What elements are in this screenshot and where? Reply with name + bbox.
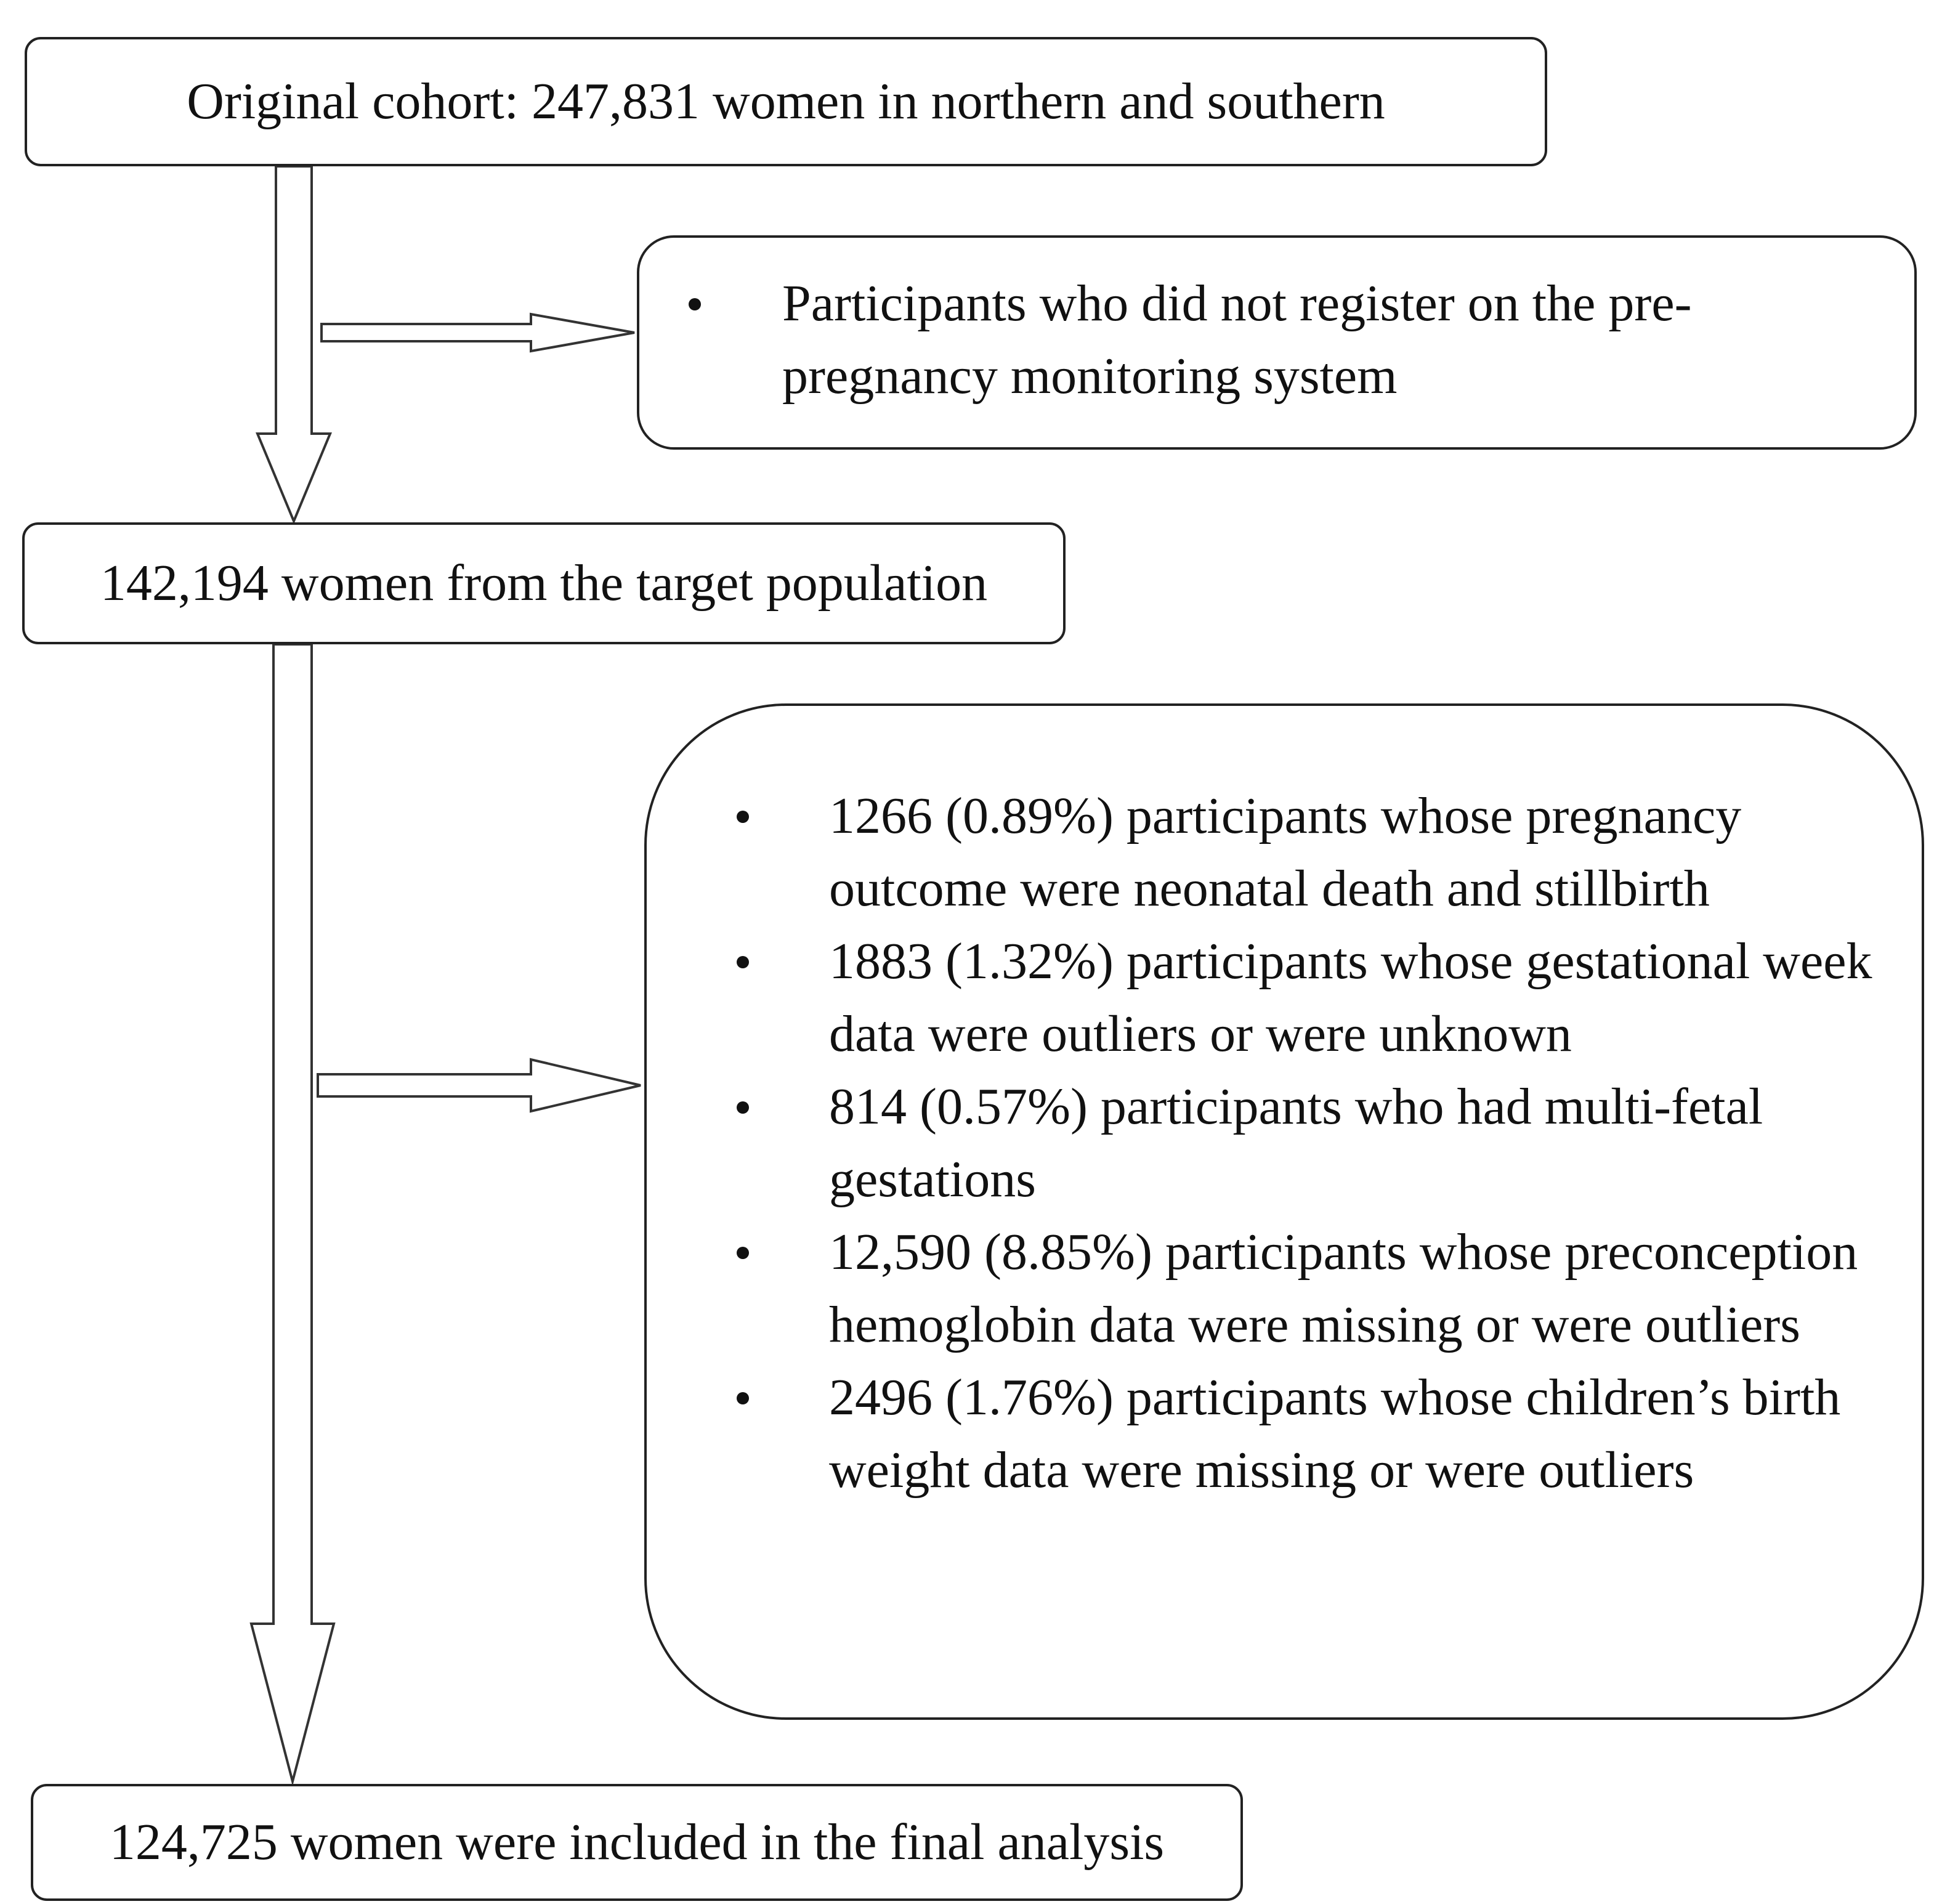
bullet-icon xyxy=(737,1392,749,1404)
bullet-icon xyxy=(737,956,749,968)
final-analysis-box: 124,725 women were included in the final… xyxy=(31,1784,1243,1901)
exclusion-item-text: 2496 (1.76%) participants whose children… xyxy=(829,1369,1841,1499)
exclusion-list-2: 1266 (0.89%) participants whose pregnanc… xyxy=(647,780,1922,1507)
exclusion-item: 1266 (0.89%) participants whose pregnanc… xyxy=(647,780,1922,925)
bullet-icon xyxy=(737,811,749,823)
target-population-text: 142,194 women from the target population xyxy=(100,554,988,612)
original-cohort-box: Original cohort: 247,831 women in northe… xyxy=(25,37,1547,166)
side-arrow-1 xyxy=(320,312,635,353)
exclusion-item: 1883 (1.32%) participants whose gestatio… xyxy=(647,925,1922,1071)
bullet-icon xyxy=(737,1247,749,1259)
exclusion-box-1: Participants who did not register on the… xyxy=(637,235,1917,450)
exclusion-box-2: 1266 (0.89%) participants whose pregnanc… xyxy=(644,703,1924,1720)
bullet-icon xyxy=(689,298,701,310)
final-analysis-text: 124,725 women were included in the final… xyxy=(109,1813,1165,1871)
exclusion-item-text: Participants who did not register on the… xyxy=(782,275,1692,405)
side-arrow-2 xyxy=(317,1058,641,1113)
bullet-icon xyxy=(737,1101,749,1114)
target-population-box: 142,194 women from the target population xyxy=(22,522,1066,644)
exclusion-item: 814 (0.57%) participants who had multi-f… xyxy=(647,1071,1922,1216)
exclusion-item: 2496 (1.76%) participants whose children… xyxy=(647,1361,1922,1507)
exclusion-list-1: Participants who did not register on the… xyxy=(639,267,1914,413)
exclusion-item-text: 1266 (0.89%) participants whose pregnanc… xyxy=(829,787,1742,917)
exclusion-item-text: 1883 (1.32%) participants whose gestatio… xyxy=(829,933,1872,1063)
exclusion-item: 12,590 (8.85%) participants whose precon… xyxy=(647,1216,1922,1361)
down-arrow-1 xyxy=(256,165,332,525)
exclusion-item: Participants who did not register on the… xyxy=(639,267,1914,413)
original-cohort-text: Original cohort: 247,831 women in northe… xyxy=(187,72,1385,130)
exclusion-item-text: 814 (0.57%) participants who had multi-f… xyxy=(829,1078,1763,1208)
down-arrow-2 xyxy=(249,643,336,1786)
exclusion-item-text: 12,590 (8.85%) participants whose precon… xyxy=(829,1223,1858,1353)
